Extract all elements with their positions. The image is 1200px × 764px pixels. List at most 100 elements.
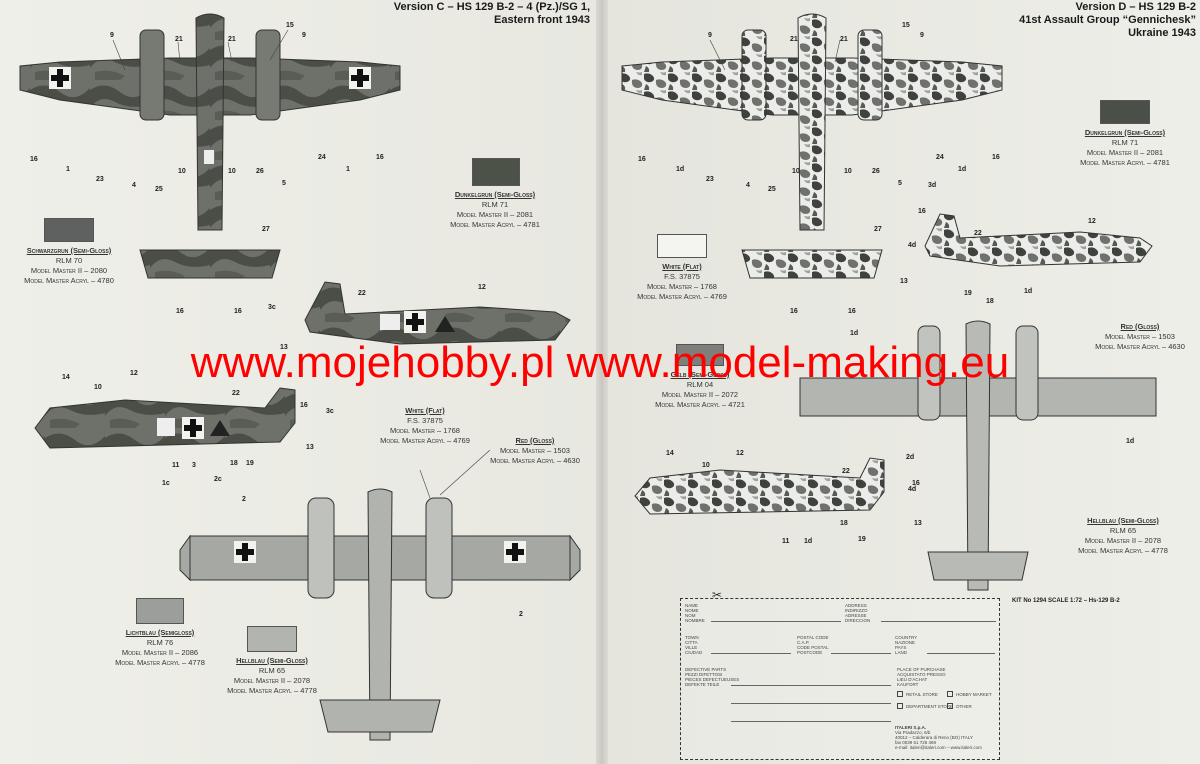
callout-number: 18 — [840, 520, 848, 527]
swatch-rlm: RLM 04 — [686, 380, 714, 389]
form-label: C.A.P. — [797, 640, 810, 645]
swatch-line2: Model Master Acryl – 4769 — [637, 292, 727, 301]
callout-number: 2 — [519, 611, 523, 618]
defect-labels: Defective parts Pezzi difettosi Pieces d… — [685, 667, 739, 687]
left-underside-plane — [179, 488, 581, 741]
callout-number: 3c — [326, 408, 334, 415]
company-line: fax 0039 51 726 469 — [895, 740, 937, 745]
form-label: Kaufort — [897, 682, 919, 687]
swatch-name: Lichtblau (Semigloss) — [125, 628, 195, 637]
swatch-line2: Model Master Acryl – 4781 — [1080, 158, 1170, 167]
callout-number: 19 — [246, 460, 254, 467]
callout-number: 24 — [936, 154, 944, 161]
country-labels: Country Nazione Pays Land — [895, 635, 917, 655]
defect-field-line[interactable] — [731, 685, 891, 686]
callout-number: 25 — [768, 186, 776, 193]
swatch-white-right: White (Flat) F.S. 37875 Model Master – 1… — [622, 234, 742, 302]
kit-number-label: KIT No 1294 SCALE 1:72 – Hs-129 B-2 — [1012, 598, 1120, 604]
swatch-chip — [657, 234, 707, 258]
form-label: Nazione — [895, 640, 916, 645]
retail-store-checkbox[interactable] — [897, 691, 903, 697]
callout-number: 13 — [280, 344, 288, 351]
swatch-line1: Model Master II – 2078 — [1084, 536, 1162, 545]
callout-number: 10 — [94, 384, 102, 391]
callout-number: 3c — [268, 304, 276, 311]
callout-number: 2c — [214, 476, 222, 483]
callout-number: 16 — [376, 154, 384, 161]
swatch-schwarzgrun-left: Schwarzgrun (Semi-Gloss) RLM 70 Model Ma… — [4, 218, 134, 286]
callout-number: 12 — [130, 370, 138, 377]
swatch-line2: Model Master Acryl – 4778 — [227, 686, 317, 695]
country-field-line[interactable] — [927, 653, 995, 654]
defect-field-line[interactable] — [731, 703, 891, 704]
company-line: 40012 – Calderara di Reno (BO) ITALY — [895, 735, 973, 740]
callout-number: 26 — [872, 168, 880, 175]
swatch-line1: Model Master II – 2072 — [661, 390, 739, 399]
name-field-line[interactable] — [711, 621, 841, 622]
form-label: Pays — [895, 645, 907, 650]
swatch-line2: Model Master Acryl – 4778 — [115, 658, 205, 667]
swatch-line2: Model Master Acryl – 4630 — [490, 456, 580, 465]
callout-number: 1d — [850, 330, 859, 337]
swatch-red-right: Red (Gloss) Model Master – 1503 Model Ma… — [1080, 322, 1200, 352]
address-field-line[interactable] — [881, 621, 996, 622]
right-title-line-2: 41st Assault Group “Gennichesk” — [1019, 14, 1196, 26]
hobby-market-label: Hobby Market — [956, 692, 992, 697]
swatch-line2: Model Master Acryl – 4769 — [380, 436, 470, 445]
swatch-white-left: White (Flat) F.S. 37875 Model Master – 1… — [370, 406, 480, 446]
swatch-rlm: RLM 70 — [55, 256, 83, 265]
callout-number: 1 — [66, 166, 70, 173]
left-page — [0, 0, 600, 764]
swatch-name: Hellblau (Semi-Gloss) — [236, 656, 308, 665]
callout-number: 12 — [478, 284, 486, 291]
swatch-dunkelgrun-right: Dunkelgrun (Semi-Gloss) RLM 71 Model Mas… — [1060, 100, 1190, 168]
callout-number: 11 — [782, 538, 790, 545]
retail-store-label: Retail Store — [906, 692, 938, 697]
town-field-line[interactable] — [711, 653, 791, 654]
callout-number: 15 — [286, 22, 294, 29]
callout-number: 10 — [178, 168, 186, 175]
swatch-line2: Model Master Acryl – 4781 — [450, 220, 540, 229]
defect-field-line[interactable] — [731, 721, 891, 722]
form-label: Land — [895, 650, 908, 655]
form-label: Address — [845, 603, 867, 608]
right-title-line-1: Version D – HS 129 B-2 — [1075, 1, 1196, 13]
swatch-rlm: RLM 65 — [1109, 526, 1137, 535]
form-label: Nombre — [685, 618, 705, 623]
left-top-view-plane — [19, 13, 401, 279]
form-label: Acquistato presso — [897, 672, 946, 677]
other-checkbox[interactable] — [947, 703, 953, 709]
department-store-checkbox[interactable] — [897, 703, 903, 709]
swatch-line2: Model Master Acryl – 4630 — [1095, 342, 1185, 351]
swatch-rlm: RLM 71 — [481, 200, 509, 209]
postcode-field-line[interactable] — [831, 653, 891, 654]
callout-number: 15 — [902, 22, 910, 29]
form-label: Code postal — [797, 645, 829, 650]
callout-number: 16 — [638, 156, 646, 163]
hobby-market-checkbox[interactable] — [947, 691, 953, 697]
form-label: Lieu d'achat — [897, 677, 928, 682]
swatch-line1: Model Master – 1503 — [500, 446, 570, 455]
swatch-line1: Model Master II – 2081 — [1086, 148, 1164, 157]
swatch-line2: Model Master Acryl – 4778 — [1078, 546, 1168, 555]
swatch-line2: Model Master Acryl – 4721 — [655, 400, 745, 409]
callout-number: 10 — [702, 462, 710, 469]
callout-number: 13 — [914, 520, 922, 527]
callout-number: 26 — [256, 168, 264, 175]
form-label: Postcode — [797, 650, 823, 655]
leader-lines — [112, 29, 841, 499]
callout-number: 27 — [874, 226, 882, 233]
callout-number: 10 — [228, 168, 236, 175]
form-label: Country — [895, 635, 918, 640]
swatch-name: Dunkelgrun (Semi-Gloss) — [1084, 128, 1166, 137]
callout-number: 4 — [746, 182, 750, 189]
company-address: ITALERI S.p.A. Via Pradazzo, 6/b 40012 –… — [895, 725, 982, 750]
form-label: Ciudad — [685, 650, 703, 655]
callout-number: 16 — [992, 154, 1000, 161]
callout-number: 13 — [306, 444, 314, 451]
left-title-line-1: Version C – HS 129 B-2 – 4 (Pz.)/SG 1, — [393, 1, 590, 13]
callout-number: 12 — [1088, 218, 1096, 225]
callout-number: 1d — [1024, 288, 1033, 295]
swatch-dunkelgrun-left: Dunkelgrun (Semi-Gloss) RLM 71 Model Mas… — [420, 158, 570, 230]
right-title-line-3: Ukraine 1943 — [1128, 27, 1196, 39]
